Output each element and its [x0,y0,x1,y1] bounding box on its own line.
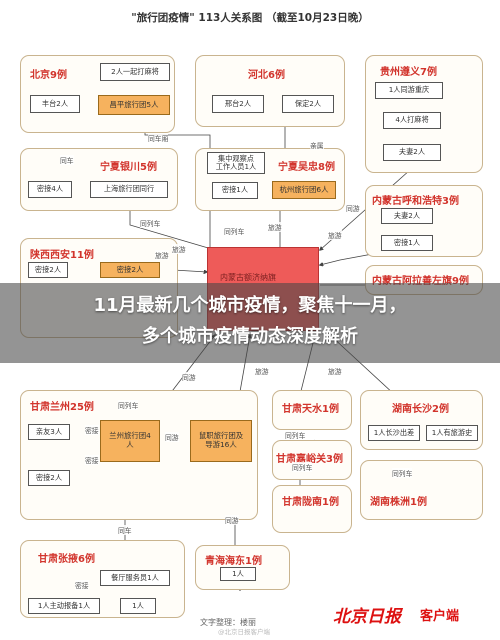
box-beijing-family: 2人一起打麻将 [100,63,170,81]
box-qinghai-1: 1人 [220,567,256,581]
edge-label-11: 密接 [85,455,99,465]
region-tianshui [272,390,352,430]
watermark: @北京日报客户端 [218,628,270,636]
box-lanzhou-guide: 鼠职旅行团及导游16人 [190,420,252,462]
box-ningxia-close: 密接4人 [28,181,72,198]
region-hebei [195,55,345,127]
box-lanzhou-relative: 亲友3人 [28,424,70,440]
box-lanzhou-close: 密接2人 [28,470,70,486]
edge-label-8: 同游 [346,203,360,213]
edge-label-20: 同列车 [392,468,413,478]
region-title-jiayuguan: 甘肃嘉峪关3例 [276,454,343,465]
region-ningxia-yinchuan [20,148,178,211]
edge-label-17: 旅游 [328,366,342,376]
edge-label-18: 同列车 [285,430,306,440]
box-shaanxi-a: 密接2人 [28,262,68,278]
box-shaanxi-b: 密接2人 [100,262,160,278]
edge-label-15: 同游 [182,372,196,382]
box-wuzhong-gather: 集中观察点工作人员1人 [207,152,265,174]
diagram-title: "旅行团疫情" 113人关系图 （截至10月23日晚） [131,12,369,24]
box-zhangye-rest: 餐厅服务员1人 [100,570,170,586]
box-guizhou-1: 1人同游重庆 [375,82,443,99]
region-jiayuguan [272,440,352,480]
region-title-shaanxi: 陕西西安11例 [30,250,94,261]
box-changsha-2: 1人有旅游史 [426,425,478,441]
region-title-changsha: 湖南长沙2例 [392,404,449,415]
box-hebei-xingtai: 邢台2人 [212,95,264,113]
region-zhuzhou [360,460,483,520]
source-credit: 文字整理：楼丽 [200,618,256,627]
edge-label-22: 密接 [75,580,89,590]
region-title-alashan: 内蒙古阿拉善左旗9例 [372,276,469,287]
region-title-zhuzhou: 湖南株洲1例 [370,497,427,508]
edge-label-9: 亲属 [310,140,324,150]
region-title-tianshui: 甘肃天水1例 [282,404,339,415]
box-wuzhong-hangzhou: 杭州旅行团6人 [272,181,336,199]
edge-label-6: 旅游 [268,222,282,232]
region-title-zhangye: 甘肃张掖6例 [38,554,95,565]
region-title-hebei: 河北6例 [248,70,285,81]
box-beijing-fengtai: 丰台2人 [30,95,80,113]
edge-label-10: 旅游 [155,250,169,260]
edge-label-3: 同列车 [140,218,161,228]
edge-label-1: 同车厢 [148,133,169,143]
region-longnan [272,485,352,533]
edge-label-21: 同车 [118,525,132,535]
edge-label-5: 同列车 [224,226,245,236]
center-label: 内蒙古额济纳旗 [220,273,276,282]
edge-label-2: 同车 [60,155,74,165]
publisher-logo-sub: 客户端 [420,609,460,624]
box-wuzhong-close: 密接1人 [212,182,258,199]
box-zhangye-c1: 1人 [120,598,156,614]
box-zhangye-tour: 1人主动报备1人 [28,598,100,614]
region-title-huhehaote: 内蒙古呼和浩特3例 [372,196,459,207]
edge-label-7: 旅游 [328,230,342,240]
headline-line-1: 11月最新几个城市疫情，聚焦十一月， [93,295,407,316]
headline-line-2: 多个城市疫情动态深度解析 [142,326,358,347]
region-changsha [360,390,483,450]
region-title-qinghai: 青海海东1例 [205,556,262,567]
region-title-ningxia-yinchuan: 宁夏银川5例 [100,162,157,173]
region-title-beijing: 北京9例 [30,70,67,81]
box-hebei-baoding: 保定2人 [282,95,334,113]
box-changsha-1: 1人长沙出差 [368,425,420,441]
box-ningxia-shanghai: 上海旅行团同行 [90,181,168,198]
region-title-ningxia-wuzhong: 宁夏吴忠8例 [278,162,335,173]
publisher-logo: 北京日报 [333,607,401,627]
edge-label-23: 同游 [225,515,239,525]
edge-label-16: 旅游 [255,366,269,376]
box-huhehaote-close: 密接1人 [381,235,433,251]
region-title-longnan: 甘肃陇南1例 [282,497,339,508]
region-title-guizhou: 贵州遵义7例 [380,67,437,78]
box-guizhou-2: 4人打麻将 [383,112,441,129]
edge-label-19: 同列车 [292,462,313,472]
box-huhehaote-couple: 夫妻2人 [381,208,433,224]
box-guizhou-3: 夫妻2人 [383,144,441,161]
box-beijing-changping: 昌平旅行团5人 [98,95,170,115]
edge-label-4: 旅游 [172,244,186,254]
region-title-lanzhou: 甘肃兰州25例 [30,402,94,413]
headline-banner [0,283,500,363]
edge-label-14: 同游 [165,432,179,442]
edge-label-12: 密接 [85,425,99,435]
edge-label-13: 同列车 [118,400,139,410]
